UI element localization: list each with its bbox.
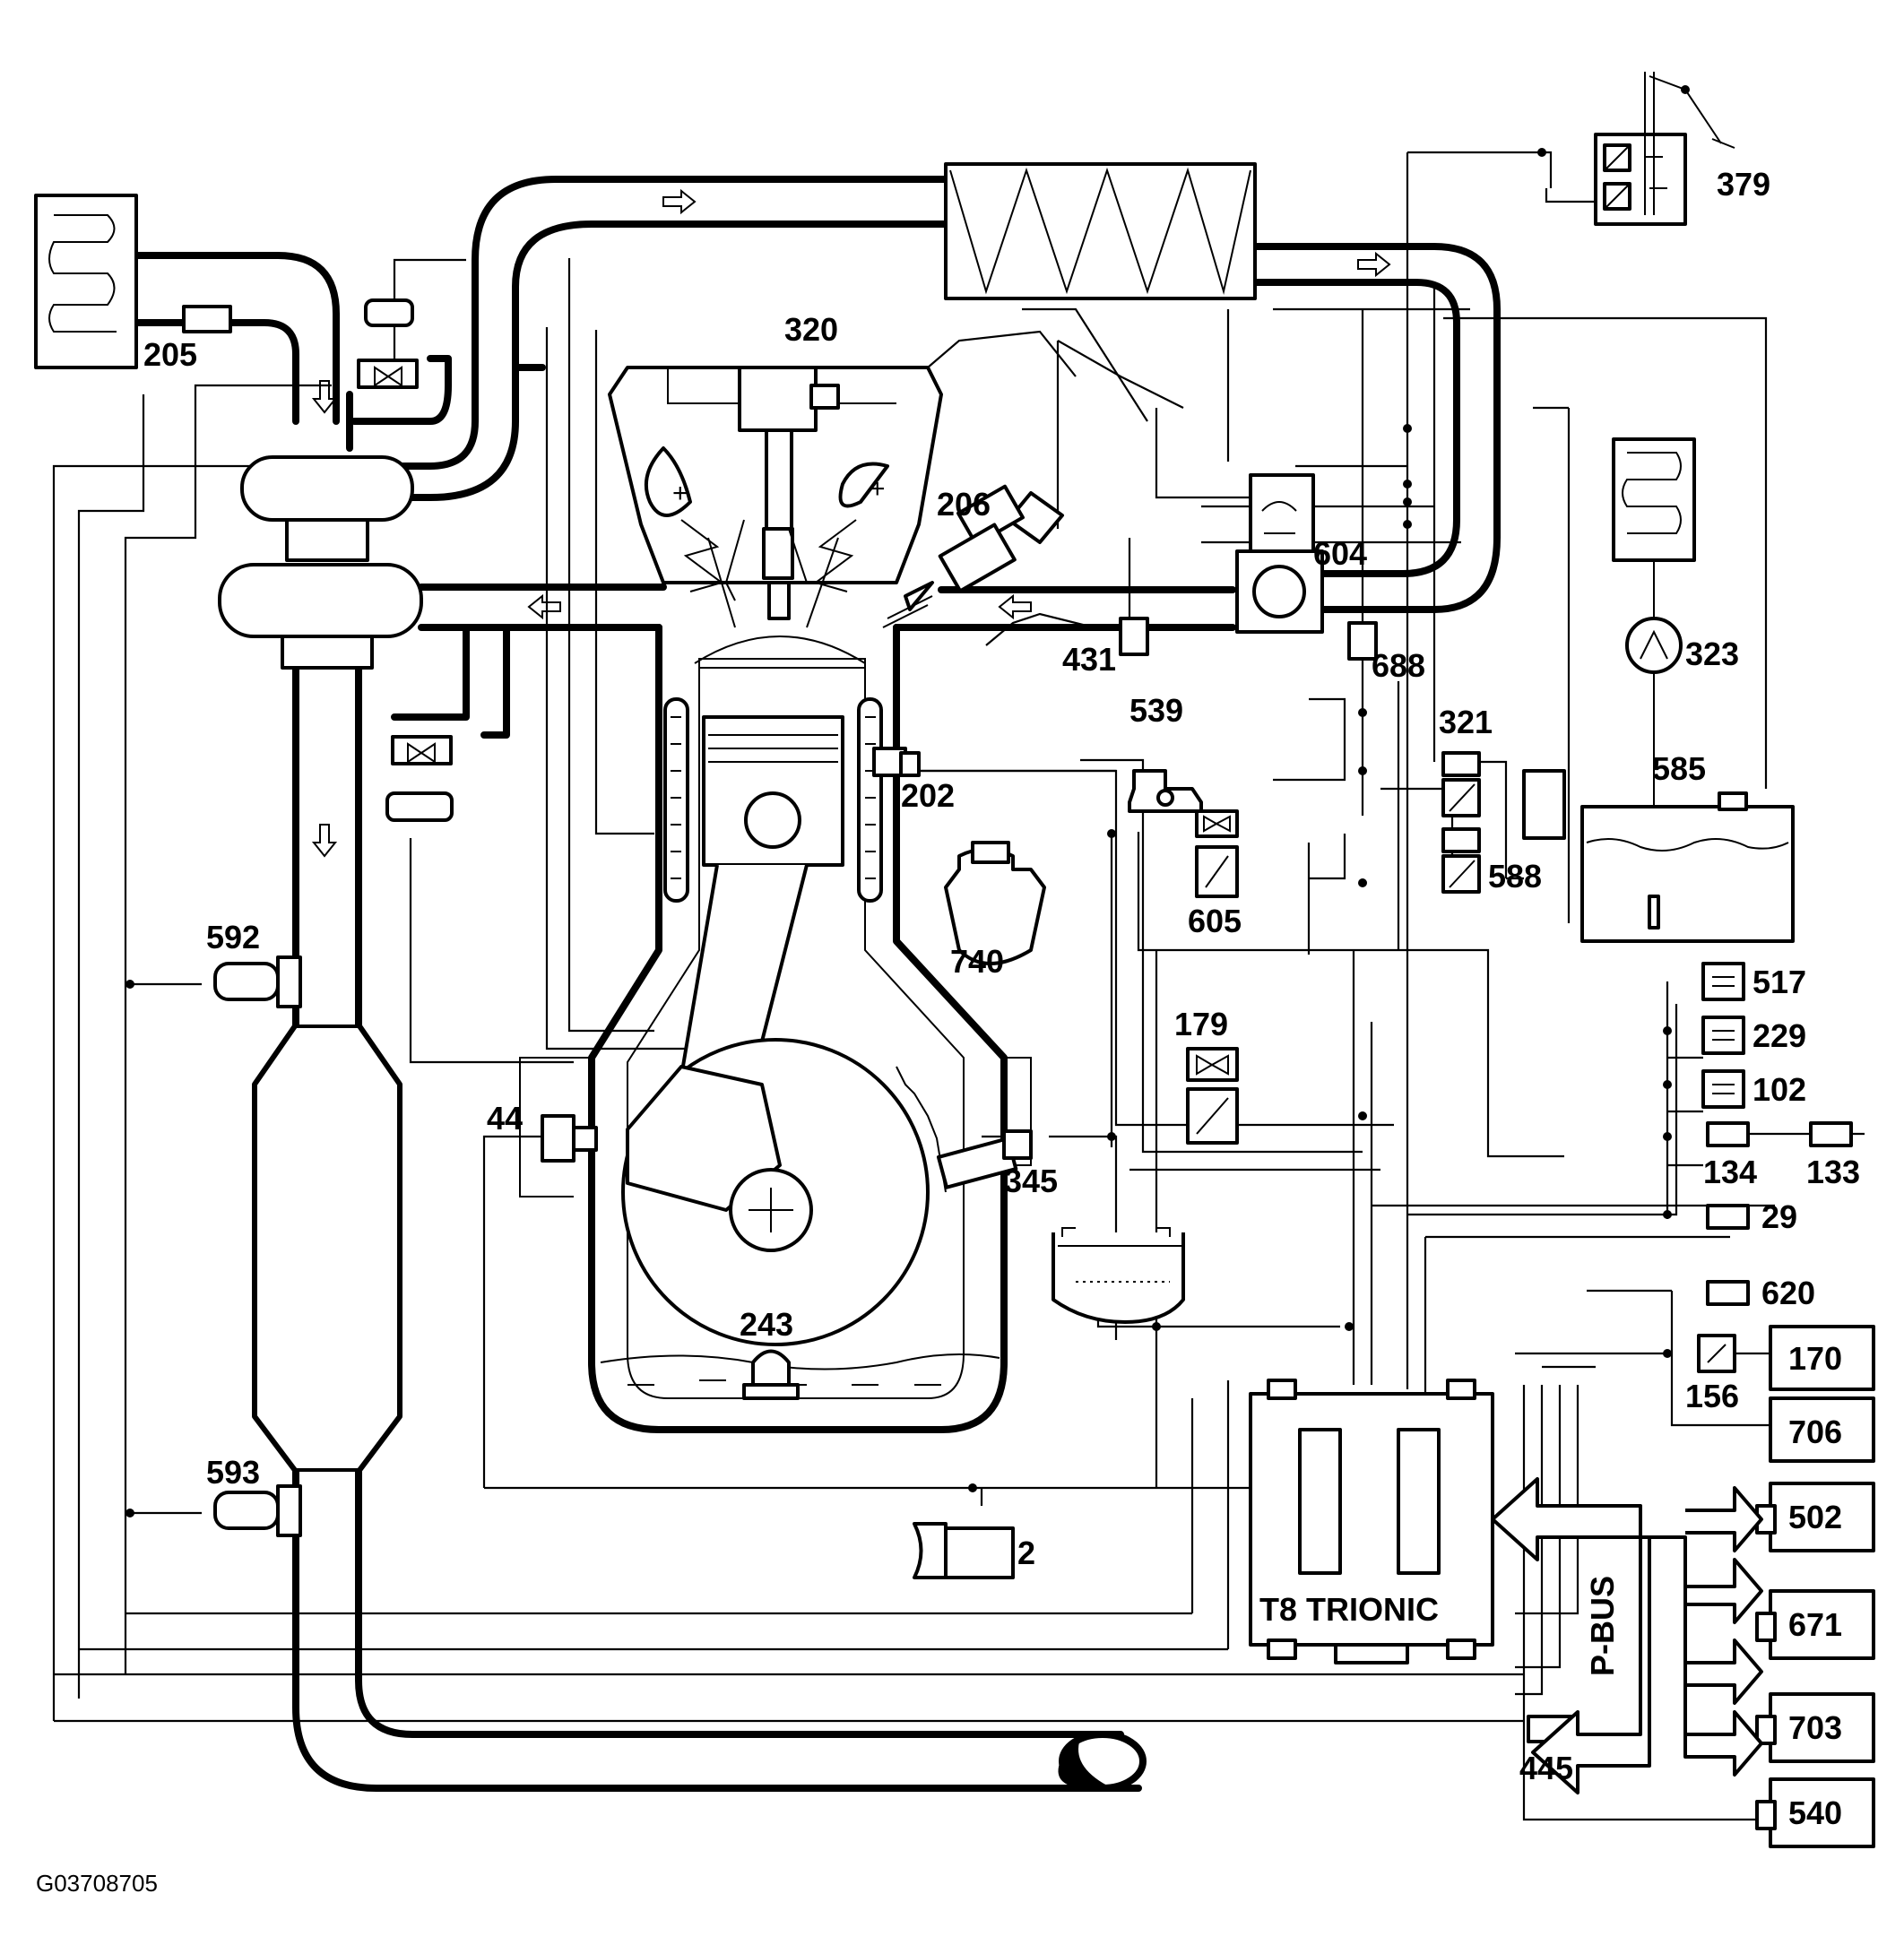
component-29 (1706, 1204, 1750, 1230)
p-bus-label: P-BUS (1584, 1576, 1621, 1676)
component-588-valve (1441, 827, 1481, 853)
module-706 (1769, 1396, 1875, 1463)
component-102 (1701, 1069, 1745, 1109)
wastegate-valve (385, 735, 454, 822)
label-706: 706 (1788, 1414, 1842, 1450)
catalytic-converter (254, 1025, 401, 1472)
label-179: 179 (1174, 1006, 1228, 1042)
component-133 (1809, 1121, 1853, 1147)
fuel-filter (1612, 437, 1696, 562)
flow-arrows (311, 188, 1391, 858)
labels: 205 320 206 604 379 323 431 688 539 321 … (36, 166, 1860, 1897)
label-620: 620 (1761, 1275, 1815, 1311)
ecu-label: T8 TRIONIC (1259, 1591, 1439, 1628)
label-29: 29 (1761, 1198, 1797, 1235)
label-379: 379 (1717, 166, 1770, 203)
label-345: 345 (1004, 1163, 1058, 1199)
component-134 (1706, 1121, 1750, 1147)
label-323: 323 (1685, 635, 1739, 672)
label-2: 2 (1017, 1535, 1035, 1571)
label-604: 604 (1313, 535, 1367, 572)
label-321: 321 (1439, 704, 1493, 740)
component-620 (1706, 1280, 1750, 1306)
label-539: 539 (1129, 692, 1183, 729)
label-703: 703 (1788, 1709, 1842, 1746)
label-592: 592 (206, 919, 260, 955)
component-243 (751, 1349, 791, 1387)
component-205 (182, 305, 232, 333)
label-688: 688 (1372, 647, 1425, 684)
figure-code: G03708705 (36, 1870, 158, 1897)
component-517 (1701, 962, 1745, 1001)
component-431 (1119, 617, 1149, 656)
label-202: 202 (901, 777, 955, 814)
label-102: 102 (1753, 1071, 1806, 1108)
component-321-valve (1441, 751, 1481, 777)
component-605 (1195, 845, 1239, 898)
p-bus (1491, 1477, 1763, 1794)
svg-text:+: + (672, 479, 688, 508)
label-206: 206 (937, 486, 991, 523)
label-445: 445 (1519, 1750, 1573, 1786)
label-44: 44 (487, 1100, 523, 1137)
bypass-valve (357, 298, 419, 389)
component-323 (1625, 617, 1683, 674)
throttle-motor (1249, 473, 1315, 553)
label-205: 205 (143, 336, 197, 373)
wire-junctions (125, 148, 1672, 1517)
components (182, 72, 1875, 1848)
turbocharger (218, 455, 423, 670)
component-592 (213, 955, 302, 1008)
tailpipe-shadow (1058, 1739, 1107, 1788)
label-540: 540 (1788, 1794, 1842, 1831)
relay-block (1522, 769, 1566, 840)
component-44 (541, 1114, 576, 1163)
component-688 (1347, 621, 1378, 661)
component-229 (1701, 1016, 1745, 1055)
evap-canister (1052, 1232, 1185, 1324)
label-133: 133 (1806, 1154, 1860, 1190)
label-229: 229 (1753, 1017, 1806, 1054)
component-2 (944, 1526, 1015, 1579)
component-593 (213, 1484, 302, 1537)
label-134: 134 (1703, 1154, 1757, 1190)
label-170: 170 (1788, 1340, 1842, 1377)
label-585: 585 (1652, 750, 1706, 787)
label-156: 156 (1685, 1378, 1739, 1414)
module-170 (1769, 1325, 1875, 1391)
component-585 (1718, 791, 1748, 811)
label-320: 320 (784, 311, 838, 348)
label-588: 588 (1488, 858, 1542, 895)
intercooler (944, 162, 1257, 300)
svg-text:+: + (870, 474, 886, 504)
label-517: 517 (1753, 964, 1806, 1000)
label-243: 243 (740, 1306, 793, 1343)
ecu-trionic (1249, 1379, 1494, 1664)
label-671: 671 (1788, 1606, 1842, 1643)
fuel-tank (1580, 805, 1795, 943)
label-605: 605 (1188, 903, 1242, 939)
label-502: 502 (1788, 1499, 1842, 1535)
label-431: 431 (1062, 641, 1116, 678)
label-593: 593 (206, 1454, 260, 1491)
engine: + + (519, 366, 1032, 1433)
air-filter (34, 194, 138, 369)
label-740: 740 (950, 943, 1004, 980)
